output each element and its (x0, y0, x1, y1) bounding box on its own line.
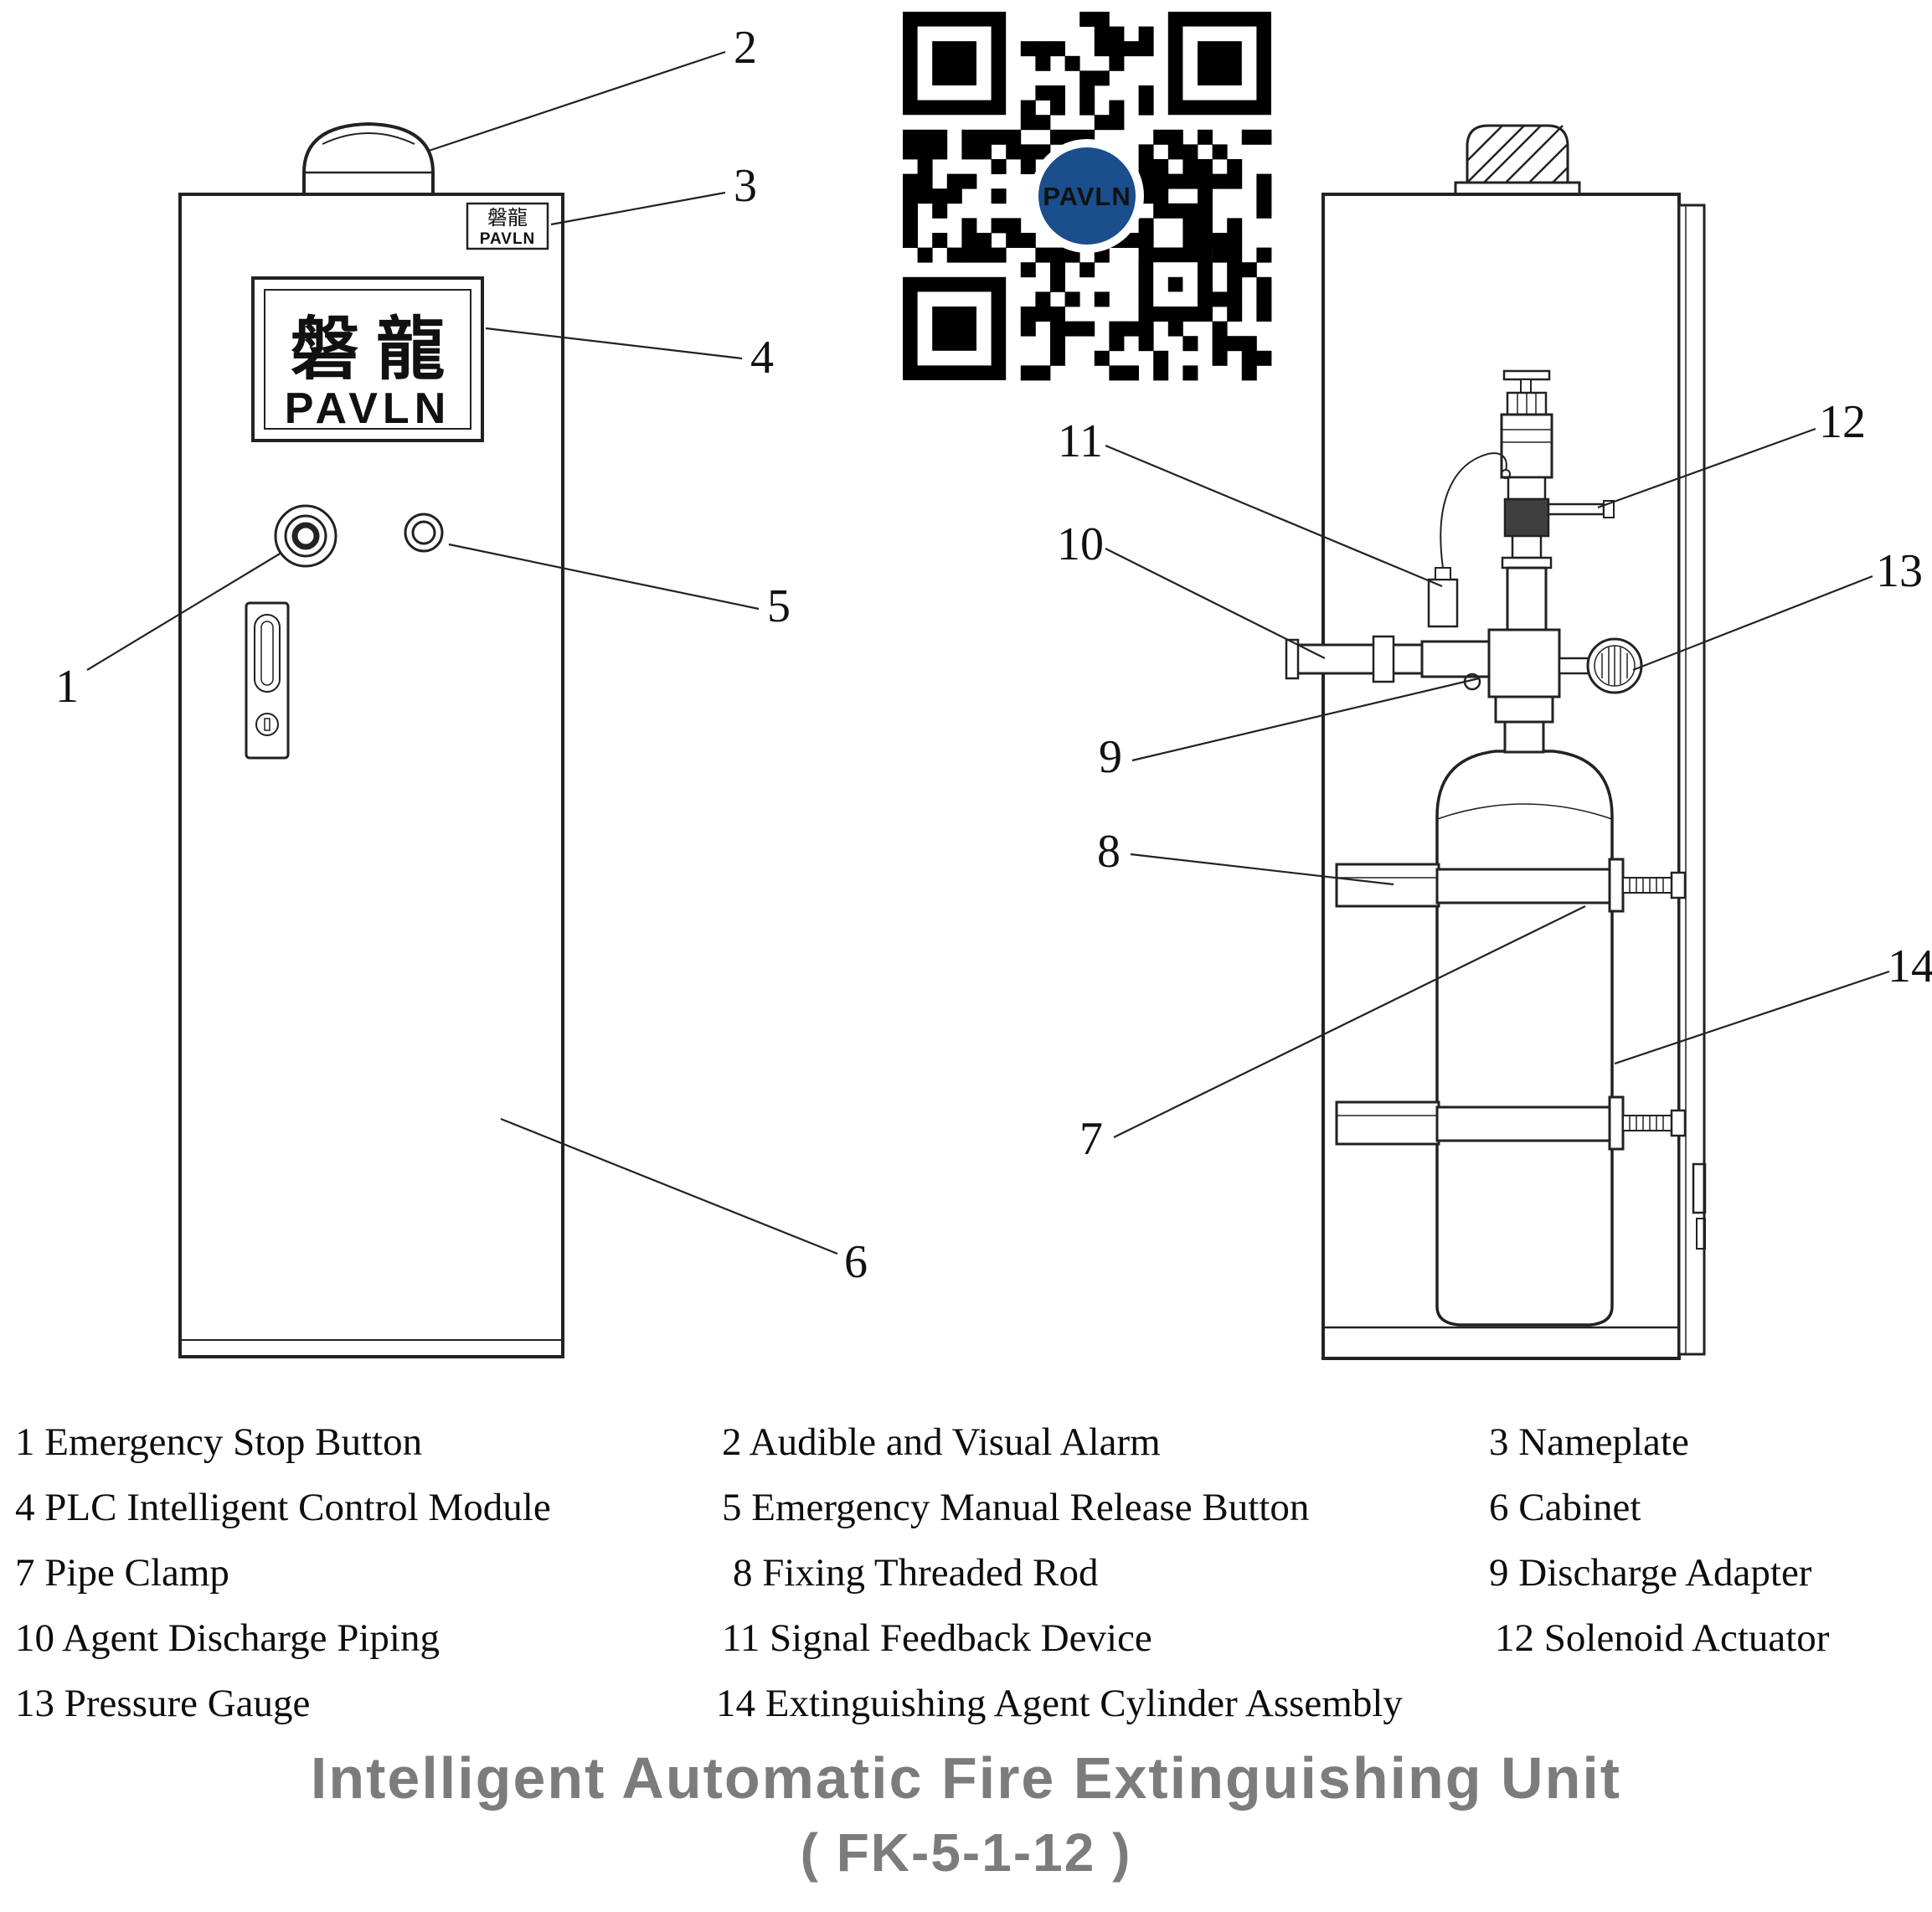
legend-item-3: 3 Nameplate (1489, 1420, 1689, 1464)
callout-2: 2 (734, 22, 757, 74)
top-cap (1454, 124, 1581, 198)
discharge-adapter (1463, 628, 1561, 698)
nameplate-en-text: PAVLN (480, 230, 536, 248)
callout-7: 7 (1079, 1113, 1103, 1165)
logo-cn-text: 磐 龍 (291, 312, 446, 388)
plc-control-module (251, 276, 484, 442)
front-cabinet (178, 121, 564, 1358)
legend-item-1: 1 Emergency Stop Button (15, 1420, 423, 1464)
callout-11: 11 (1058, 415, 1103, 467)
leader-lines (86, 50, 1890, 1255)
legend-item-2: 2 Audible and Visual Alarm (722, 1420, 1161, 1464)
callout-6: 6 (844, 1236, 868, 1288)
agent-cylinder (1435, 693, 1614, 1327)
solenoid-actuator (1500, 369, 1615, 631)
qr-logo-badge (1038, 147, 1136, 245)
callout-4: 4 (750, 332, 774, 384)
legend-item-9: 9 Discharge Adapter (1489, 1551, 1812, 1595)
legend-item-5: 5 Emergency Manual Release Button (722, 1486, 1310, 1529)
pipe-clamp-upper (1335, 858, 1687, 913)
legend-item-11: 11 Signal Feedback Device (722, 1616, 1152, 1660)
page-subtitle: ( FK-5-1-12 ) (800, 1822, 1132, 1883)
callout-10: 10 (1057, 518, 1104, 570)
open-cabinet (1285, 124, 1707, 1360)
legend-item-4: 4 PLC Intelligent Control Module (15, 1486, 551, 1529)
callout-5: 5 (767, 580, 791, 632)
callout-14: 14 (1888, 941, 1932, 992)
pipe-clamp-lower (1335, 1095, 1687, 1151)
callout-8: 8 (1097, 826, 1121, 878)
signal-feedback-device (1427, 452, 1511, 628)
door-lock-handle (245, 601, 290, 760)
emergency-stop-button (274, 504, 337, 568)
nameplate (466, 202, 549, 250)
legend-item-7: 7 Pipe Clamp (15, 1551, 229, 1595)
legend-item-8: 8 Fixing Threaded Rod (733, 1551, 1099, 1595)
callout-13: 13 (1876, 545, 1923, 597)
legend-item-13: 13 Pressure Gauge (15, 1682, 311, 1725)
page-title: Intelligent Automatic Fire Extinguishing… (310, 1745, 1622, 1811)
callout-3: 3 (734, 160, 757, 212)
legend-item-6: 6 Cabinet (1489, 1486, 1641, 1529)
callout-1: 1 (55, 661, 79, 713)
legend-item-12: 12 Solenoid Actuator (1495, 1616, 1830, 1660)
audible-visual-alarm (302, 121, 435, 194)
callout-12: 12 (1819, 396, 1866, 448)
logo-en-text: PAVLN (285, 384, 451, 433)
legend-item-10: 10 Agent Discharge Piping (15, 1616, 440, 1660)
qr-logo-text: PAVLN (1043, 182, 1131, 211)
discharge-piping (1285, 635, 1492, 683)
manual-release-button (404, 513, 444, 553)
nameplate-cn-text: 磐龍 (487, 207, 528, 229)
callout-9: 9 (1099, 731, 1122, 783)
door-edge (1677, 204, 1707, 1356)
pressure-gauge (1558, 637, 1643, 694)
legend-item-14: 14 Extinguishing Agent Cylinder Assembly (716, 1682, 1403, 1725)
